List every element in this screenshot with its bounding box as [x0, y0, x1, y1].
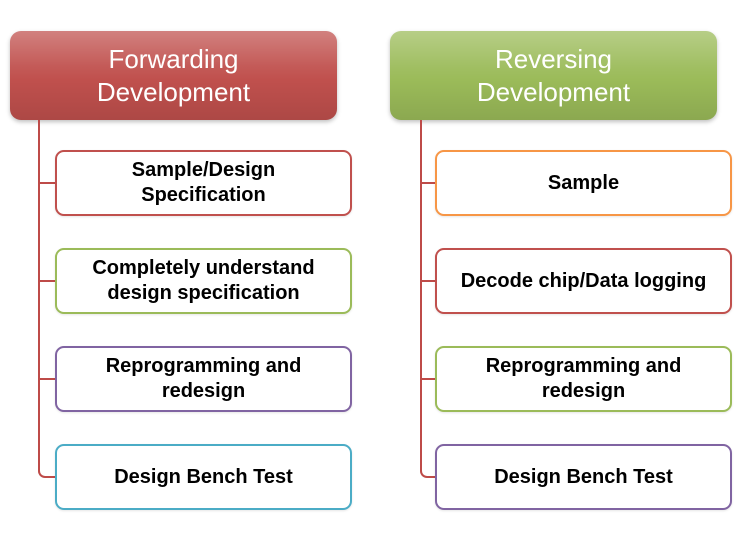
connector-stub — [39, 182, 55, 184]
step-sample: Sample — [435, 150, 732, 216]
connector-stub — [421, 182, 435, 184]
connector-stub — [421, 378, 435, 380]
forwarding-header: Forwarding Development — [10, 31, 337, 120]
step-sample-design-specification: Sample/Design Specification — [55, 150, 352, 216]
step-label: Sample — [547, 171, 620, 194]
connector-trunk-right — [420, 120, 435, 478]
step-label: Completely understand design specificati… — [92, 257, 315, 304]
step-label: Reprogramming and redesign — [105, 355, 302, 402]
forwarding-header-label: Forwarding Development — [96, 43, 251, 107]
step-reprogramming-and-redesign-forward: Reprogramming and redesign — [55, 346, 352, 412]
step-decode-chip-data-logging: Decode chip/Data logging — [435, 248, 732, 314]
reversing-header: Reversing Development — [390, 31, 717, 120]
step-label: Decode chip/Data logging — [460, 269, 707, 292]
step-label: Reprogramming and redesign — [485, 355, 682, 402]
step-completely-understand-design-specification: Completely understand design specificati… — [55, 248, 352, 314]
step-label: Sample/Design Specification — [131, 159, 276, 206]
step-label: Design Bench Test — [494, 465, 673, 488]
connector-trunk-left — [38, 120, 55, 478]
connector-stub — [39, 280, 55, 282]
step-label: Design Bench Test — [114, 465, 293, 488]
step-reprogramming-and-redesign-reverse: Reprogramming and redesign — [435, 346, 732, 412]
step-design-bench-test-forward: Design Bench Test — [55, 444, 352, 510]
reversing-header-label: Reversing Development — [476, 43, 631, 107]
connector-stub — [39, 378, 55, 380]
connector-stub — [421, 280, 435, 282]
step-design-bench-test-reverse: Design Bench Test — [435, 444, 732, 510]
